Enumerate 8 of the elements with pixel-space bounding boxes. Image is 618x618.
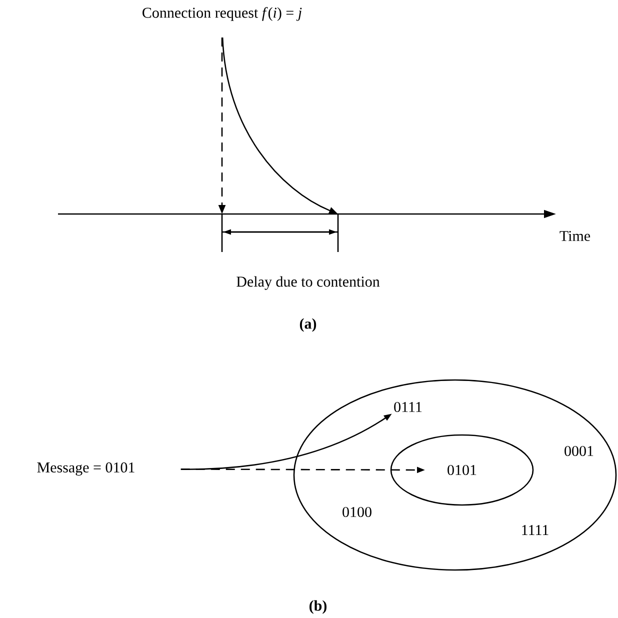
- axis-label: Time: [560, 230, 590, 242]
- dimension-label: Delay due to contention: [236, 276, 380, 290]
- node-label: 0111: [394, 402, 422, 412]
- panel-label: (b): [310, 600, 326, 614]
- node-label: Connection request f(i) = j: [142, 7, 302, 21]
- node-label: Message = 0101: [37, 462, 134, 476]
- ellipse-region: 0101: [390, 434, 534, 506]
- panel-label: (a): [300, 318, 316, 332]
